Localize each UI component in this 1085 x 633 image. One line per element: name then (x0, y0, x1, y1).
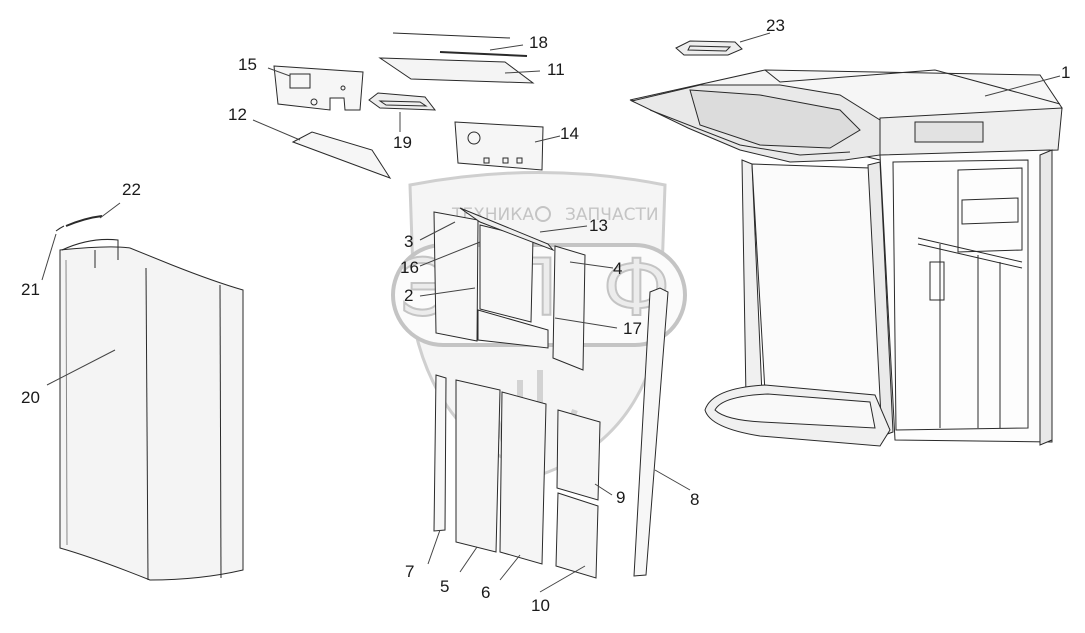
part-22-strip (65, 215, 103, 227)
callout-3: 3 (404, 232, 414, 251)
callout-15: 15 (238, 55, 257, 74)
part-15-panel (273, 65, 364, 111)
part-21-strip (55, 225, 65, 232)
part-1-cabin-frame (629, 69, 1063, 447)
callout-9: 9 (616, 488, 626, 507)
callout-17: 17 (623, 319, 642, 338)
part-19-frame (368, 92, 437, 111)
callout-1: 1 (1061, 63, 1071, 82)
part-5-panel (455, 379, 501, 553)
callout-19: 19 (393, 133, 412, 152)
callout-6: 6 (481, 583, 491, 602)
callout-21: 21 (21, 280, 40, 299)
callout-13: 13 (589, 216, 608, 235)
callout-11: 11 (547, 60, 565, 79)
part-10-panel (555, 492, 599, 579)
part-12-panel (291, 131, 392, 179)
gear-icon (535, 206, 551, 222)
callout-7: 7 (405, 562, 415, 581)
part-11-roof-glass (378, 57, 535, 84)
part-23-frame (675, 40, 743, 56)
part-18-strips (392, 32, 528, 57)
callout-20: 20 (21, 388, 40, 407)
callout-18: 18 (529, 33, 548, 52)
callout-22: 22 (122, 180, 141, 199)
part-9-panel (556, 409, 601, 501)
callout-10: 10 (531, 596, 550, 615)
callout-16: 16 (400, 258, 419, 277)
part-14-panel (454, 121, 544, 171)
callout-4: 4 (613, 259, 623, 278)
callout-14: 14 (560, 124, 579, 143)
callout-23: 23 (766, 16, 785, 35)
part-7-strip (433, 374, 447, 532)
part-6-panel (499, 391, 547, 565)
leader-lines (41, 32, 1061, 593)
part-4-panel (552, 245, 586, 371)
part-20-rear-glass (59, 239, 244, 581)
part-13-panel (459, 207, 555, 349)
part-8-strip (633, 287, 669, 577)
callout-12: 12 (228, 105, 247, 124)
callout-8: 8 (690, 490, 700, 509)
watermark-right-text: ЗАПЧАСТИ (565, 205, 659, 225)
callout-2: 2 (404, 286, 414, 305)
callout-5: 5 (440, 577, 450, 596)
part-3-panel (433, 211, 479, 342)
